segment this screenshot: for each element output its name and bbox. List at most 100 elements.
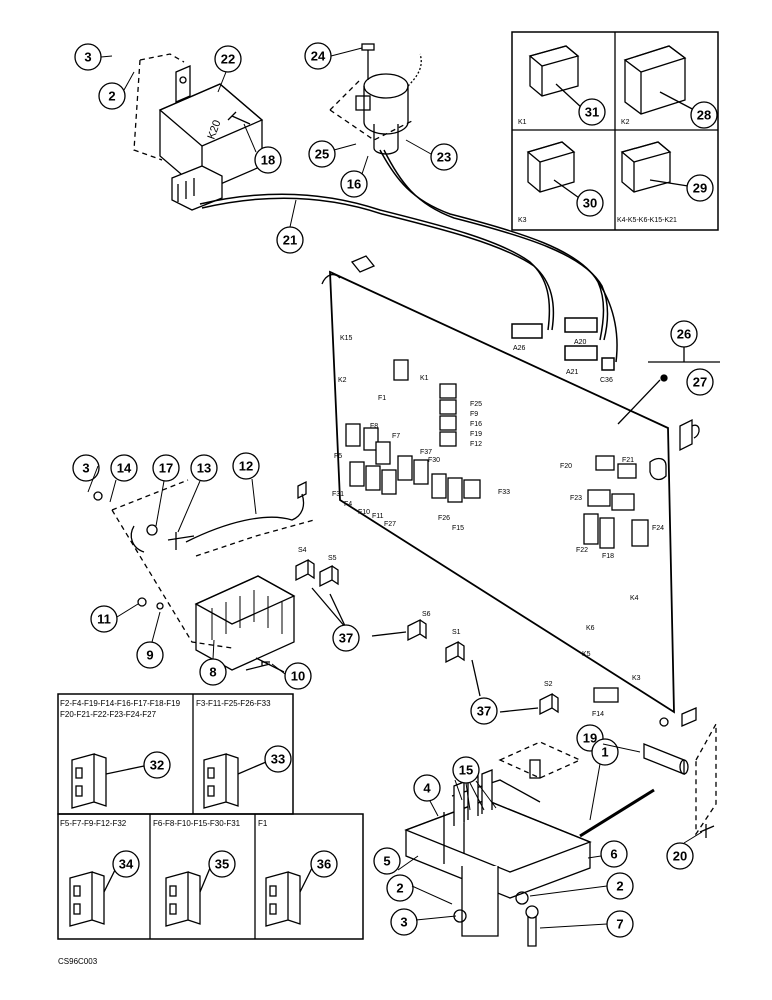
board-label-s2: S2 — [544, 681, 553, 688]
board-label-s6: S6 — [422, 611, 431, 618]
svg-text:2: 2 — [616, 879, 623, 894]
board-label-f16: F16 — [470, 421, 482, 428]
board-label-k1: K1 — [420, 375, 429, 382]
callout-24: 24 — [304, 42, 332, 70]
relay-k2-label: K2 — [621, 119, 630, 126]
callout-11: 11 — [90, 605, 118, 633]
blade-fuse-36-icon — [265, 871, 301, 927]
svg-text:28: 28 — [697, 108, 711, 123]
svg-text:11: 11 — [97, 612, 111, 627]
board-label-f26: F26 — [438, 515, 450, 522]
callout-36: 36 — [310, 850, 338, 878]
fuse-box-4-title: F6-F8-F10-F15-F30-F31 — [153, 819, 241, 828]
svg-text:35: 35 — [215, 857, 229, 872]
relay-k3-label: K3 — [518, 217, 527, 224]
svg-text:16: 16 — [347, 177, 361, 192]
callout-32: 32 — [143, 751, 171, 779]
svg-text:26: 26 — [677, 327, 691, 342]
relay-k1-label: K1 — [518, 119, 527, 126]
callout-13: 13 — [190, 454, 218, 482]
board-label-f10: F10 — [358, 509, 370, 516]
callout-27: 27 — [686, 368, 714, 396]
callout-31: 31 — [578, 98, 606, 126]
callout-26: 26 — [670, 320, 698, 348]
board-label-f37: F37 — [420, 449, 432, 456]
svg-text:34: 34 — [119, 857, 134, 872]
connector-c36: C36 — [600, 377, 613, 384]
svg-text:25: 25 — [315, 147, 329, 162]
relay-k4-group-label: K4-K5-K6-K15-K21 — [617, 217, 677, 224]
callout-group: 3 2 22 18 24 25 16 23 21 31 28 30 29 26 … — [72, 42, 718, 938]
svg-text:1: 1 — [601, 745, 608, 760]
fuse-inset-panel: F2-F4-F19-F14-F16-F17-F18-F19 F20-F21-F2… — [57, 693, 364, 940]
callout-23: 23 — [430, 143, 458, 171]
callout-33: 33 — [264, 745, 292, 773]
callout-3a: 3 — [74, 43, 102, 71]
board-label-f19: F19 — [470, 431, 482, 438]
board-label-f12: F12 — [470, 441, 482, 448]
round-connector — [329, 43, 422, 155]
svg-text:3: 3 — [82, 461, 89, 476]
blade-fuse-32-icon — [71, 753, 107, 809]
callout-3b: 3 — [72, 454, 100, 482]
drawing-code: CS96C003 — [58, 957, 98, 966]
svg-text:13: 13 — [197, 461, 211, 476]
svg-text:23: 23 — [437, 150, 451, 165]
svg-text:32: 32 — [150, 758, 164, 773]
connector-a26: A26 — [513, 345, 526, 352]
callout-25: 25 — [308, 140, 336, 168]
callout-17: 17 — [152, 454, 180, 482]
board-label-k2: K2 — [338, 377, 347, 384]
blade-fuse-35-icon — [165, 871, 201, 927]
svg-text:18: 18 — [261, 153, 275, 168]
callout-9: 9 — [136, 641, 164, 669]
relay-module-k20: K20 — [133, 53, 264, 211]
board-label-f20: F20 — [560, 463, 572, 470]
relay-k1-icon — [528, 45, 580, 97]
board-label-f1: F1 — [378, 395, 386, 402]
callout-14: 14 — [110, 454, 138, 482]
board-label-f24: F24 — [652, 525, 664, 532]
fuse-box-3-title: F5-F7-F9-F12-F32 — [60, 819, 127, 828]
relay-k2-icon — [623, 45, 687, 115]
board-label-f4: F4 — [344, 501, 352, 508]
wiring-harness — [199, 149, 618, 371]
board-label-f30: F30 — [428, 457, 440, 464]
svg-text:2: 2 — [396, 881, 403, 896]
callout-16: 16 — [340, 170, 368, 198]
board-label-s4: S4 — [298, 547, 307, 554]
svg-text:2: 2 — [108, 89, 115, 104]
blade-fuse-34-icon — [69, 871, 105, 927]
callout-29: 29 — [686, 174, 714, 202]
board-label-k3: K3 — [632, 675, 641, 682]
board-label-f31: F31 — [332, 491, 344, 498]
board-label-f22: F22 — [576, 547, 588, 554]
callout-20: 20 — [666, 842, 694, 870]
relay-inset-panel: K1 K2 K3 K4-K5-K6-K15-K21 — [511, 31, 719, 231]
callout-2b: 2 — [386, 874, 414, 902]
board-label-f15: F15 — [452, 525, 464, 532]
board-label-f5: F5 — [334, 453, 342, 460]
svg-text:22: 22 — [221, 52, 235, 67]
callout-10: 10 — [284, 662, 312, 690]
fuse-box-5-title: F1 — [258, 819, 268, 828]
svg-text:29: 29 — [693, 181, 707, 196]
fuse-box-1-title-b: F20-F21-F22-F23-F24-F27 — [60, 710, 157, 719]
board-label-k4: K4 — [630, 595, 639, 602]
board-label-k15: K15 — [340, 335, 353, 342]
callout-12: 12 — [232, 452, 260, 480]
callout-8: 8 — [199, 658, 227, 686]
fuse-box-1-title-a: F2-F4-F19-F14-F16-F17-F18-F19 — [60, 699, 181, 708]
board-label-s1: S1 — [452, 629, 461, 636]
svg-text:3: 3 — [84, 50, 91, 65]
svg-text:20: 20 — [673, 849, 687, 864]
svg-text:15: 15 — [459, 763, 473, 778]
svg-text:30: 30 — [583, 196, 597, 211]
board-label-f11: F11 — [372, 513, 384, 520]
callout-6: 6 — [600, 840, 628, 868]
callout-15: 15 — [452, 756, 480, 784]
board-label-f14: F14 — [592, 711, 604, 718]
callout-37b: 37 — [470, 697, 498, 725]
svg-text:6: 6 — [610, 847, 617, 862]
fuse-box-2-title: F3-F11-F25-F26-F33 — [196, 699, 271, 708]
